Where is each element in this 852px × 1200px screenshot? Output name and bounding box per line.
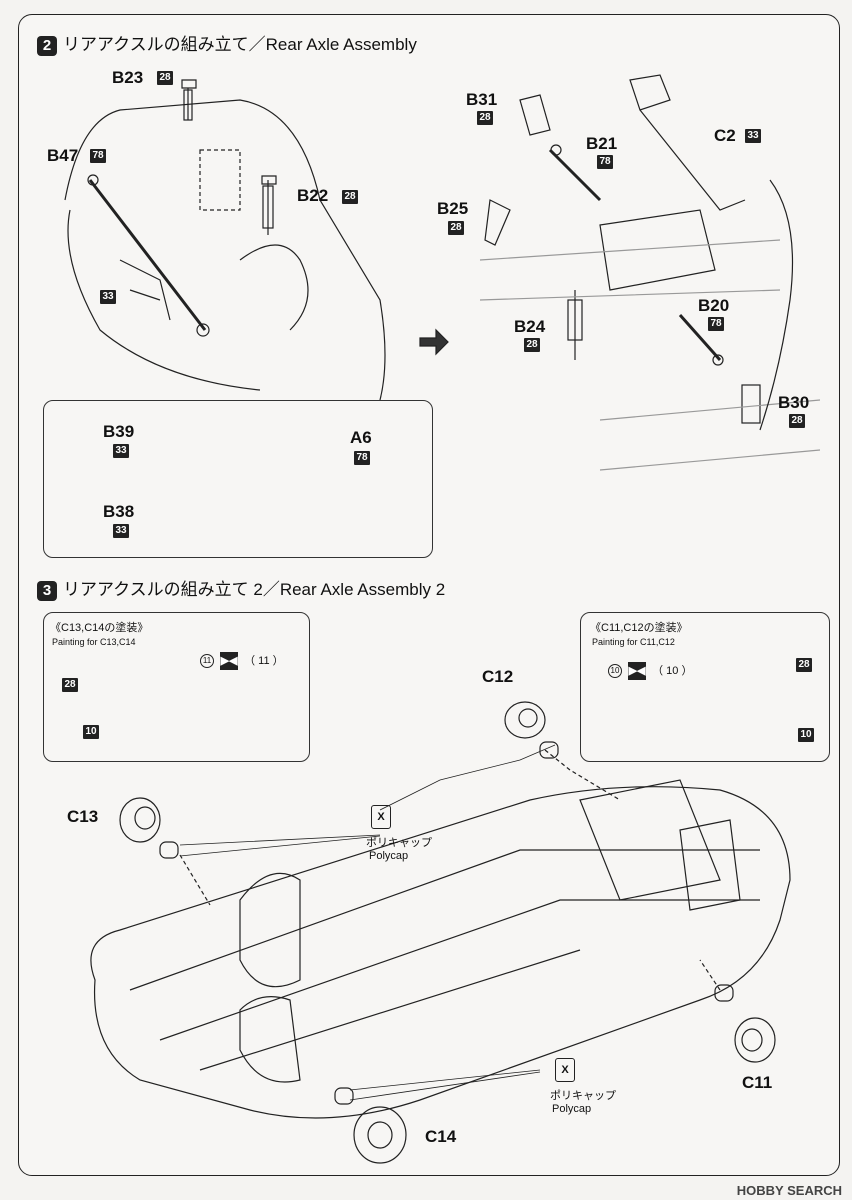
instruction-sheet [18, 14, 840, 1176]
part-c12-label: C12 [482, 667, 514, 686]
watermark: HOBBY SEARCH [736, 1183, 842, 1198]
polycap-en-label-bottom: Polycap [552, 1103, 592, 1115]
step3-number: 3 [37, 580, 57, 601]
part-a6-color-badge: 78 [354, 451, 370, 465]
paint-left-hub-color: 10 [83, 725, 99, 739]
paint-left-title: 《C13,C14の塗装》 [50, 622, 149, 634]
step2-title: 2 リアアクスルの組み立て／Rear Axle Assembly [37, 30, 417, 56]
part-a6-label: A6 [350, 428, 372, 447]
part-b24-label: B24 [514, 317, 546, 336]
part-b24-color-badge: 28 [524, 338, 540, 352]
part-b30-color-badge: 28 [789, 414, 805, 428]
part-c2-label: C2 [714, 126, 736, 145]
step2-number: 2 [37, 35, 57, 56]
part-b47-label: B47 [47, 146, 79, 165]
paint-right-title: 《C11,C12の塗装》 [590, 622, 688, 634]
bearing-assembly-inset [43, 400, 433, 558]
paint-left-code-circle: 11 [200, 654, 214, 669]
polycap-icon: X [371, 805, 391, 829]
polycap-jp-label-top: ポリキャップ [366, 837, 432, 849]
part-b38-color-badge: 33 [113, 524, 129, 538]
part-c13-label: C13 [67, 807, 99, 826]
paint-left-disc-color: 28 [62, 678, 78, 692]
metallic-flag-icon: ▶◀ [220, 652, 239, 671]
paint-left-code-paren: （ 11 ） [244, 655, 284, 667]
part-b39-color-badge: 33 [113, 444, 129, 458]
part-c11-label: C11 [742, 1073, 773, 1092]
paint-right-disc-color: 28 [796, 658, 812, 672]
part-b31-color-badge: 28 [477, 111, 493, 125]
step3-title: 3 リアアクスルの組み立て 2／Rear Axle Assembly 2 [37, 575, 445, 601]
paint-left-caliper-code: 11 ▶◀ （ 11 ） [200, 652, 284, 671]
step2-title-text: リアアクスルの組み立て／Rear Axle Assembly [63, 35, 417, 54]
part-b21-color-badge: 78 [597, 155, 613, 169]
polycap-icon: X [555, 1058, 575, 1082]
polycap-en-label-top: Polycap [369, 850, 409, 862]
part-b22-label: B22 [297, 186, 329, 205]
part-b25-label: B25 [437, 199, 469, 218]
part-b30-label: B30 [778, 393, 810, 412]
part-b23-label: B23 [112, 68, 144, 87]
part-b38-label: B38 [103, 502, 135, 521]
part-c14-label: C14 [425, 1127, 457, 1146]
part-b47-color-badge: 78 [90, 149, 106, 163]
part-b25-color-badge: 28 [448, 221, 464, 235]
paint-left-subtitle: Painting for C13,C14 [52, 637, 136, 647]
paint-right-hub-color: 10 [798, 728, 814, 742]
part-b22-color-badge: 28 [342, 190, 358, 204]
paint-right-code-circle: 10 [608, 664, 622, 679]
paint-right-subtitle: Painting for C11,C12 [592, 637, 675, 647]
part-b47-rod-color-badge: 33 [100, 290, 116, 304]
paint-right-code-paren: （ 10 ） [652, 665, 693, 677]
part-b39-label: B39 [103, 422, 135, 441]
step3-title-text: リアアクスルの組み立て 2／Rear Axle Assembly 2 [63, 580, 446, 599]
part-b20-label: B20 [698, 296, 730, 315]
part-b21-label: B21 [586, 134, 618, 153]
metallic-flag-icon: ▶◀ [628, 662, 647, 681]
paint-right-caliper-code: 10 ▶◀ （ 10 ） [608, 662, 693, 681]
polycap-jp-label-bottom: ポリキャップ [550, 1090, 616, 1102]
paint-inset-c11-c12 [580, 612, 830, 762]
part-b31-label: B31 [466, 90, 498, 109]
part-b20-color-badge: 78 [708, 317, 724, 331]
part-b23-color-badge: 28 [157, 71, 173, 85]
part-c2-color-badge: 33 [745, 129, 761, 143]
